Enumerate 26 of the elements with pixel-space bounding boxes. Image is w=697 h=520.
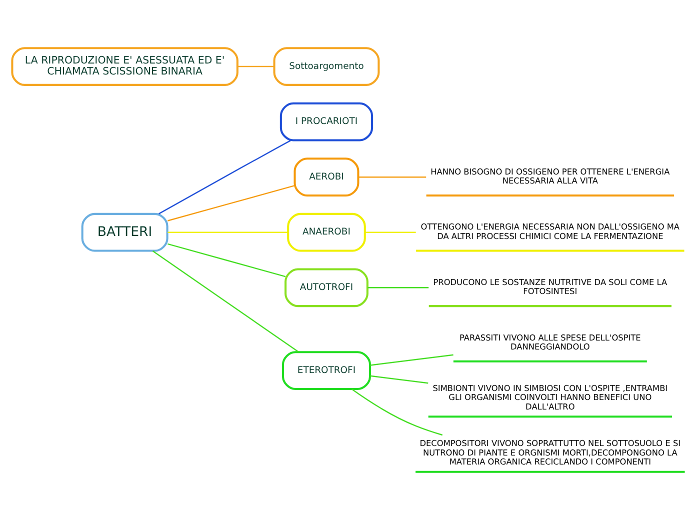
node-box: Sottoargomento bbox=[273, 47, 380, 86]
node-box: ETEROTROFI bbox=[282, 351, 372, 390]
node-box: BATTERI bbox=[81, 212, 168, 252]
connector bbox=[368, 287, 429, 288]
node-text: PRODUCONO LE SOSTANZE NUTRITIVE DA SOLI COME LA FOTOSINTESI bbox=[433, 276, 668, 296]
node-box: I PROCARIOTI bbox=[280, 102, 374, 142]
connector bbox=[370, 354, 454, 366]
connector bbox=[158, 140, 292, 214]
node-text: HANNO BISOGNO DI OSSIGENO PER OTTENERE L'ENERGIA NECESSARIA ALLA VITA bbox=[430, 166, 670, 186]
node-box: AEROBI bbox=[294, 158, 360, 197]
connector bbox=[168, 232, 288, 233]
connector bbox=[370, 375, 428, 384]
node-box: LA RIPRODUZIONE E' ASESSUATA ED E' CHIAMATA SCISSIONE BINARIA bbox=[11, 47, 238, 86]
connector bbox=[168, 243, 286, 278]
connector bbox=[168, 185, 295, 222]
connector bbox=[365, 232, 416, 233]
node-box: ANAEROBI bbox=[287, 212, 366, 252]
connector bbox=[152, 250, 299, 352]
node-text: SIMBIONTI VIVONO IN SIMBIOSI CON L'OSPITE ,ENTRAMBI GLI ORGANISMI COINVOLTI HANNO BENEFICI UNO DALL'ALTRO bbox=[432, 382, 668, 412]
connector bbox=[351, 388, 443, 436]
connector bbox=[238, 66, 274, 68]
node-box: AUTOTROFI bbox=[284, 268, 368, 308]
node-text: PARASSITI VIVONO ALLE SPESE DELL'OSPITE DANNEGGIANDOLO bbox=[459, 332, 641, 352]
connector bbox=[358, 176, 426, 178]
node-text: DECOMPOSITORI VIVONO SOPRATTUTTO NEL SOTTOSUOLO E SI NUTRONO DI PIANTE E ORGNISMI MORTI,DECOMPONGONO LA MATERIA ORGANICA RECICLANDO I COMPONENTI bbox=[420, 438, 681, 467]
node-text: OTTENGONO L'ENERGIA NECESSARIA NON DALL'OSSIGENO MA DA ALTRI PROCESSI CHIMICI COME LA FERMENTAZIONE bbox=[420, 222, 680, 241]
